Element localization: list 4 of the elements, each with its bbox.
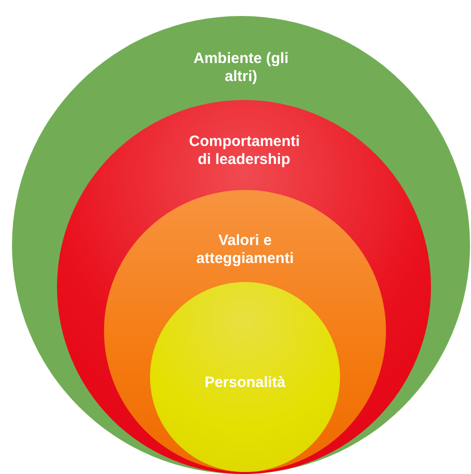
circle-label: Valori e atteggiamenti xyxy=(195,232,295,268)
circle-label: Comportamenti di leadership xyxy=(189,133,299,169)
circle-label: Ambiente (gli altri) xyxy=(192,50,290,86)
circle-label: Personalità xyxy=(204,374,286,392)
